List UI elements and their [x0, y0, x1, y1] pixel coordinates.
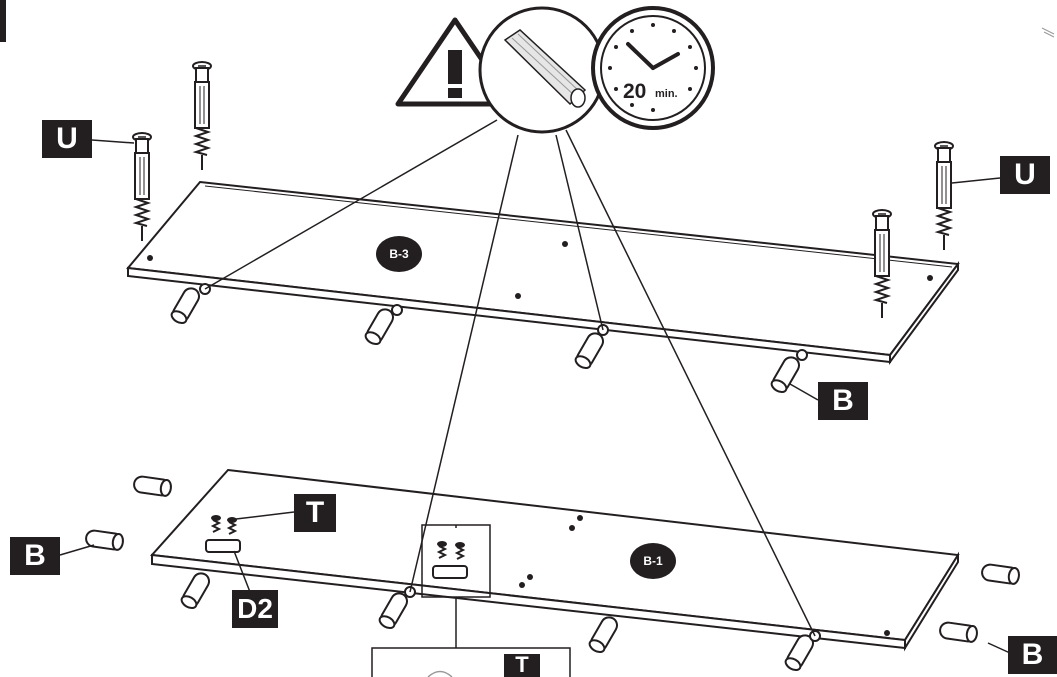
label-leaders: [59, 139, 1011, 654]
panel-badge-upper: B-3: [376, 236, 422, 272]
glue-leaders: [204, 119, 816, 637]
part-label-u-right: U: [1000, 156, 1050, 194]
corner-mark: [1041, 27, 1055, 38]
part-label-b-right: B: [1008, 636, 1057, 674]
part-label-t-top: T: [294, 494, 336, 532]
page-edge-bar: [0, 0, 6, 42]
part-label-u-left: U: [42, 120, 92, 158]
part-label-t-bottom: T: [504, 654, 540, 677]
part-label-d2: D2: [232, 590, 278, 628]
panel-b1: [149, 468, 960, 652]
panel-b3: [126, 180, 960, 366]
time-unit: min.: [655, 88, 678, 100]
glue-tube-icon: [478, 6, 606, 134]
part-label-b-left: B: [10, 537, 60, 575]
clock-icon: [591, 6, 715, 130]
part-label-b-mid: B: [818, 382, 868, 420]
panel-badge-lower: B-1: [630, 543, 676, 579]
connectors: [205, 514, 571, 677]
time-value: 20: [623, 80, 647, 103]
